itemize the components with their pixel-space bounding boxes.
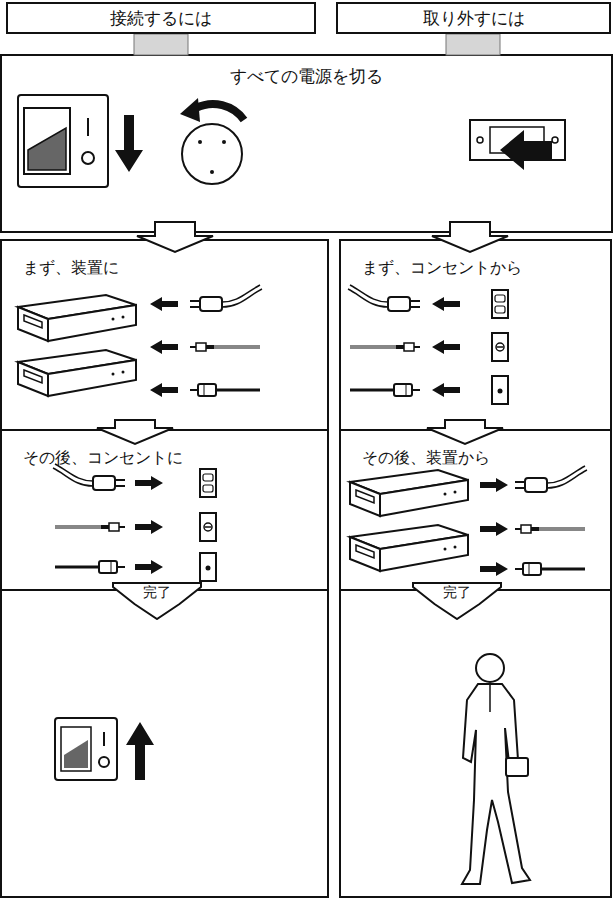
- header-title: 取り外すには: [423, 7, 525, 30]
- hollow-arrow: [97, 420, 173, 444]
- step-label: その後、コンセントに: [23, 448, 183, 469]
- hollow-arrow: [432, 222, 508, 252]
- flow-connector: [446, 34, 500, 55]
- hollow-arrow: [427, 420, 503, 444]
- step-label: まず、コンセントから: [362, 258, 522, 279]
- connector-bar: [446, 34, 500, 55]
- step-band: すべての電源を切る: [1, 55, 612, 232]
- header-box: 取り外すには: [336, 2, 611, 34]
- done-label: 完了: [443, 584, 471, 602]
- step-label: まず、装置に: [23, 258, 119, 279]
- done-arrow: 完了: [112, 582, 202, 620]
- connector-bar: [134, 34, 188, 55]
- flow-connector: [134, 34, 188, 55]
- step-label: すべての電源を切る: [230, 65, 383, 88]
- header-title: 接続するには: [110, 7, 212, 30]
- hollow-arrow: [137, 222, 213, 252]
- step-cell: その後、装置から: [340, 430, 611, 590]
- flow-connector: [432, 222, 508, 252]
- header-box: 接続するには: [6, 2, 316, 34]
- flow-connector: [427, 420, 503, 444]
- done-arrow-outline: [113, 583, 201, 619]
- flow-connector: [97, 420, 173, 444]
- step-cell: まず、装置に: [1, 240, 328, 430]
- done-label: 完了: [143, 584, 171, 602]
- done-arrow: 完了: [412, 582, 502, 620]
- done-arrow-outline: [413, 583, 501, 619]
- step-label: その後、装置から: [362, 448, 490, 469]
- step-cell: まず、コンセントから: [340, 240, 611, 430]
- flow-connector: [137, 222, 213, 252]
- step-cell: その後、コンセントに: [1, 430, 328, 590]
